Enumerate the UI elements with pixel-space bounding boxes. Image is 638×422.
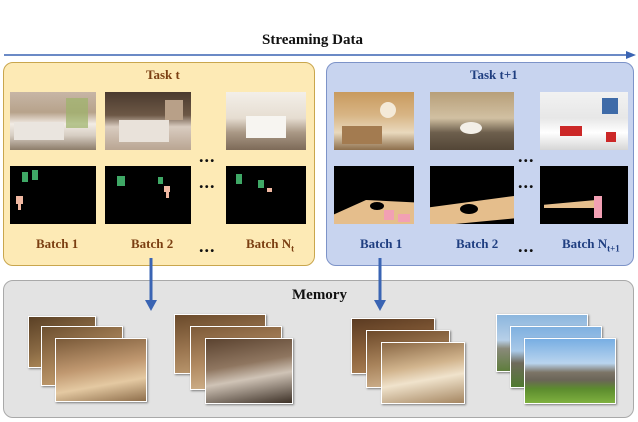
task-t1-batch-1-label: Batch 1 — [360, 236, 403, 251]
task-t1-ellipsis-mid: ... — [518, 172, 535, 192]
task-t1-batch-n-text: Batch N — [562, 236, 608, 251]
bathroom-image-2 — [430, 92, 514, 150]
memory-title: Memory — [292, 287, 347, 303]
segmentation-mask-5 — [430, 166, 514, 224]
segmentation-mask-3 — [226, 166, 306, 224]
bathroom-image-3 — [540, 92, 628, 150]
right-arrow-icon — [626, 51, 636, 59]
task-t-ellipsis-top: ... — [199, 146, 216, 166]
memory-image — [205, 338, 293, 404]
bathroom-image-1 — [334, 92, 414, 150]
segmentation-mask-1 — [10, 166, 96, 224]
streaming-data-label: Streaming Data — [262, 32, 363, 48]
task-t1-title: Task t+1 — [470, 67, 518, 82]
task-t-ellipsis-bottom: ... — [199, 236, 216, 256]
segmentation-mask-4 — [334, 166, 414, 224]
task-t-ellipsis-mid: ... — [199, 172, 216, 192]
memory-image — [524, 338, 616, 404]
task-t-batch-n-label: Batch Nt — [246, 236, 294, 254]
task-t1-batch-n-label: Batch Nt+1 — [562, 236, 620, 254]
bedroom-image-2 — [105, 92, 191, 150]
task-t-batch-2-label: Batch 2 — [131, 236, 174, 251]
bedroom-image-1 — [10, 92, 96, 150]
streaming-arrow — [4, 51, 636, 59]
task-t1-ellipsis-bottom: ... — [518, 236, 535, 256]
task-t-title: Task t — [146, 67, 180, 82]
bedroom-image-3 — [226, 92, 306, 150]
segmentation-mask-6 — [540, 166, 628, 224]
task-t-batch-n-text: Batch N — [246, 236, 292, 251]
task-t-batch-1-label: Batch 1 — [36, 236, 79, 251]
memory-image — [55, 338, 147, 402]
task-t1-batch-2-label: Batch 2 — [456, 236, 499, 251]
task-t1-batch-n-subscript: t+1 — [607, 243, 620, 254]
segmentation-mask-2 — [105, 166, 191, 224]
down-arrow-icon — [145, 258, 157, 311]
task-t1-ellipsis-top: ... — [518, 146, 535, 166]
memory-image — [381, 342, 465, 404]
task-t-batch-n-subscript: t — [291, 243, 295, 254]
down-arrow-icon — [374, 258, 386, 311]
